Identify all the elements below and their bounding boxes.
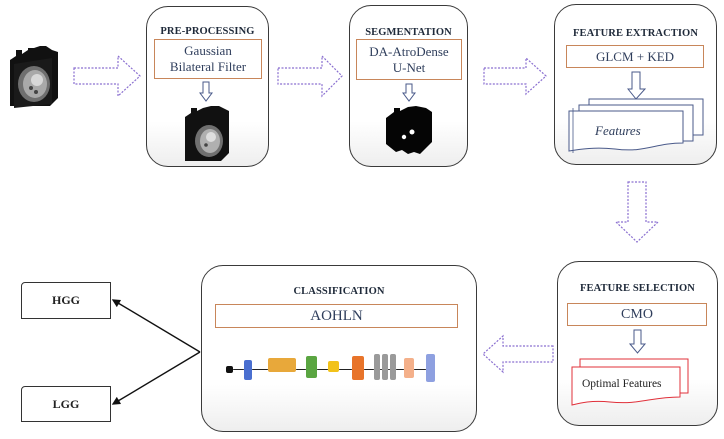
network-layer-input [226, 366, 233, 373]
aohln-network-diagram [222, 352, 462, 396]
optimal-features-documents-icon [571, 358, 689, 406]
segmentation-method-box: DA-AtroDense U-Net [356, 39, 462, 80]
segmentation-method-line1: DA-AtroDense [369, 43, 449, 59]
segmentation-method-line2: U-Net [392, 59, 426, 75]
down-arrow-icon [402, 83, 416, 102]
feature-selection-method-box: CMO [567, 303, 707, 326]
features-documents-icon [568, 98, 704, 153]
flow-arrow-right-icon [73, 54, 141, 98]
down-arrow-icon [627, 71, 647, 100]
network-connector [396, 369, 404, 370]
feature-extraction-method-box: GLCM + KED [566, 45, 704, 68]
network-layer-activation [328, 361, 339, 372]
network-connector [233, 369, 244, 370]
network-connector [317, 369, 328, 370]
preprocessing-title: PRE-PROCESSING [160, 26, 255, 37]
flow-arrow-right-icon [277, 54, 343, 98]
feature-selection-stage: FEATURE SELECTION CMO Optimal Features [557, 261, 718, 426]
feature-extraction-stage: FEATURE EXTRACTION GLCM + KED Features [554, 4, 717, 165]
network-layer-dense [382, 354, 388, 380]
network-connector [364, 369, 374, 370]
network-connector [252, 369, 268, 370]
down-arrow-icon [199, 81, 213, 102]
flow-arrow-down-icon [614, 181, 660, 243]
connector-to-hgg [111, 299, 201, 353]
network-connector [414, 369, 426, 370]
classification-method-box: AOHLN [215, 304, 458, 328]
connector-to-lgg [111, 351, 201, 405]
network-layer-dense [390, 354, 396, 380]
network-connector [388, 369, 390, 370]
flow-arrow-left-icon [482, 334, 554, 374]
network-connector [380, 369, 382, 370]
network-layer-recurrent [268, 358, 296, 372]
classification-stage: CLASSIFICATION AOHLN [201, 265, 477, 432]
preprocessing-stage: PRE-PROCESSING Gaussian Bilateral Filter [146, 6, 269, 167]
segmentation-title: SEGMENTATION [365, 27, 452, 38]
features-label: Features [595, 123, 641, 138]
network-layer-dense [374, 354, 380, 380]
segmented-mask-icon [386, 106, 432, 154]
classification-method: AOHLN [310, 308, 363, 324]
flow-arrow-right-icon [483, 56, 547, 96]
preprocessing-method-box: Gaussian Bilateral Filter [154, 39, 262, 79]
preprocessing-method-line1: Gaussian [184, 43, 232, 58]
preprocessing-method-line2: Bilateral Filter [169, 59, 247, 74]
segmentation-stage: SEGMENTATION DA-AtroDense U-Net [349, 5, 468, 167]
network-layer-normalization [306, 356, 317, 378]
preprocessed-mri-volume-icon [185, 106, 229, 161]
network-layer-dropout [404, 358, 414, 378]
feature-extraction-method: GLCM + KED [595, 48, 675, 64]
optimal-features-label: Optimal Features [582, 378, 662, 390]
down-arrow-icon [629, 329, 647, 354]
output-class-lgg: LGG [21, 386, 111, 422]
input-mri-volume-icon [10, 46, 58, 108]
network-layer-pooling [352, 356, 364, 380]
classification-title: CLASSIFICATION [293, 286, 385, 297]
feature-extraction-title: FEATURE EXTRACTION [573, 28, 698, 39]
network-layer-conv [244, 360, 252, 380]
network-connector [339, 369, 352, 370]
feature-selection-title: FEATURE SELECTION [580, 283, 695, 294]
feature-selection-method: CMO [621, 306, 653, 322]
network-connector [296, 369, 306, 370]
output-class-hgg: HGG [21, 282, 111, 319]
network-layer-classification [426, 354, 435, 382]
